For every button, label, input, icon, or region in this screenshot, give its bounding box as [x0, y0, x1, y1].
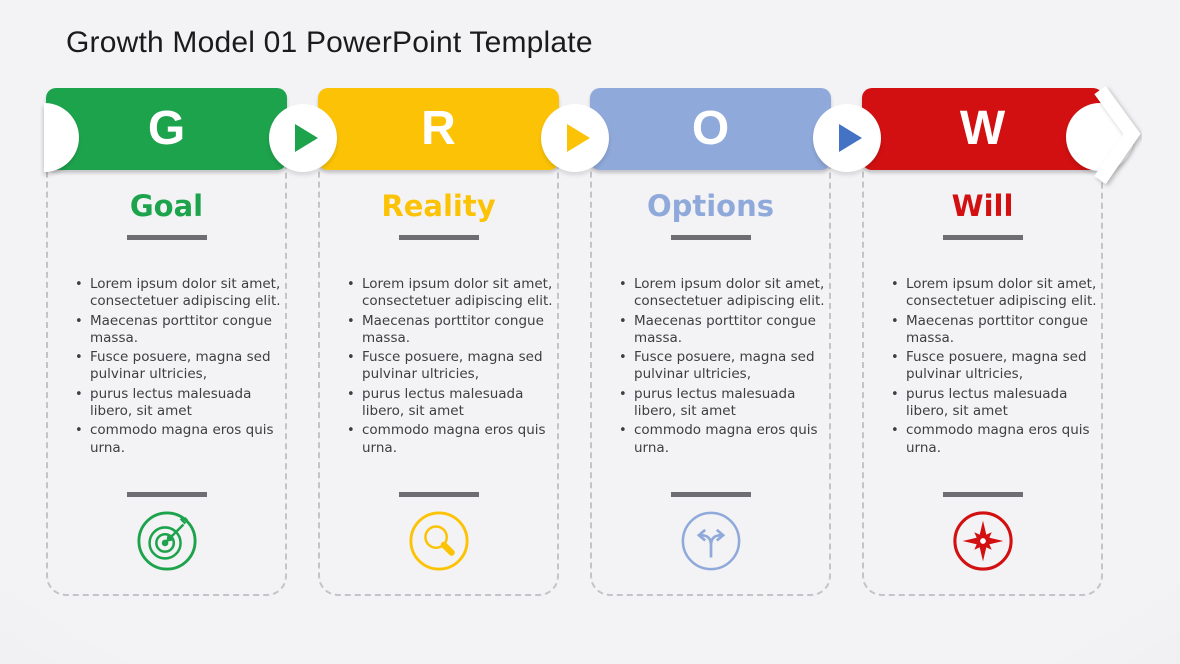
play-arrow-circle — [541, 104, 609, 172]
header-letter: R — [421, 102, 456, 155]
card-will: Will Lorem ipsum dolor sit amet, consect… — [862, 130, 1103, 596]
bullet-item: Maecenas porttitor congue massa. — [74, 313, 281, 348]
title-divider — [126, 235, 207, 240]
title-divider — [398, 235, 479, 240]
bullet-item: commodo magna eros quis urna. — [618, 422, 825, 457]
bullet-item: Lorem ipsum dolor sit amet, consectetuer… — [74, 276, 281, 311]
icon-divider — [398, 492, 479, 497]
header-block-r: R — [318, 88, 559, 170]
header-block-g: G — [46, 88, 287, 170]
fork-path-icon — [680, 510, 742, 572]
bullet-item: Fusce posuere, magna sed pulvinar ultric… — [74, 349, 281, 384]
bullet-item: Maecenas porttitor congue massa. — [618, 313, 825, 348]
bullet-list: Lorem ipsum dolor sit amet, consectetuer… — [890, 276, 1097, 457]
bullet-item: commodo magna eros quis urna. — [346, 422, 553, 457]
bullet-item: Lorem ipsum dolor sit amet, consectetuer… — [346, 276, 553, 311]
bullet-list: Lorem ipsum dolor sit amet, consectetuer… — [618, 276, 825, 457]
card-title: Will — [951, 189, 1014, 223]
bullet-item: Fusce posuere, magna sed pulvinar ultric… — [618, 349, 825, 384]
slide-title: Growth Model 01 PowerPoint Template — [66, 26, 593, 59]
bullet-item: purus lectus malesuada libero, sit amet — [346, 386, 553, 421]
card-options: Options Lorem ipsum dolor sit amet, cons… — [590, 130, 831, 596]
header-letter: W — [959, 102, 1006, 155]
title-divider — [670, 235, 751, 240]
card-reality: Reality Lorem ipsum dolor sit amet, cons… — [318, 130, 559, 596]
bullet-item: purus lectus malesuada libero, sit amet — [890, 386, 1097, 421]
compass-icon — [952, 510, 1014, 572]
bullet-item: commodo magna eros quis urna. — [74, 422, 281, 457]
card-title: Goal — [129, 189, 204, 223]
card-goal: Goal Lorem ipsum dolor sit amet, consect… — [46, 130, 287, 596]
icon-divider — [670, 492, 751, 497]
bullet-item: Fusce posuere, magna sed pulvinar ultric… — [890, 349, 1097, 384]
header-letter: O — [691, 102, 730, 155]
bullet-list: Lorem ipsum dolor sit amet, consectetuer… — [74, 276, 281, 457]
play-arrow-icon — [295, 124, 318, 152]
bullet-item: Lorem ipsum dolor sit amet, consectetuer… — [618, 276, 825, 311]
header-block-o: O — [590, 88, 831, 170]
bullet-item: Lorem ipsum dolor sit amet, consectetuer… — [890, 276, 1097, 311]
header-block-w: W — [862, 88, 1103, 170]
header-letter: G — [147, 102, 186, 155]
bullet-list: Lorem ipsum dolor sit amet, consectetuer… — [346, 276, 553, 457]
title-divider — [942, 235, 1023, 240]
play-arrow-circle — [813, 104, 881, 172]
card-title: Options — [646, 189, 775, 223]
bullet-item: purus lectus malesuada libero, sit amet — [74, 386, 281, 421]
magnifier-icon — [408, 510, 470, 572]
flow-end-chevron-icon — [1094, 85, 1141, 184]
icon-divider — [942, 492, 1023, 497]
play-arrow-circle — [269, 104, 337, 172]
bullet-item: Maecenas porttitor congue massa. — [890, 313, 1097, 348]
bullet-item: Fusce posuere, magna sed pulvinar ultric… — [346, 349, 553, 384]
target-icon — [136, 510, 198, 572]
bullet-item: Maecenas porttitor congue massa. — [346, 313, 553, 348]
play-arrow-icon — [839, 124, 862, 152]
bullet-item: commodo magna eros quis urna. — [890, 422, 1097, 457]
bullet-item: purus lectus malesuada libero, sit amet — [618, 386, 825, 421]
play-arrow-icon — [567, 124, 590, 152]
icon-divider — [126, 492, 207, 497]
card-title: Reality — [381, 189, 496, 223]
